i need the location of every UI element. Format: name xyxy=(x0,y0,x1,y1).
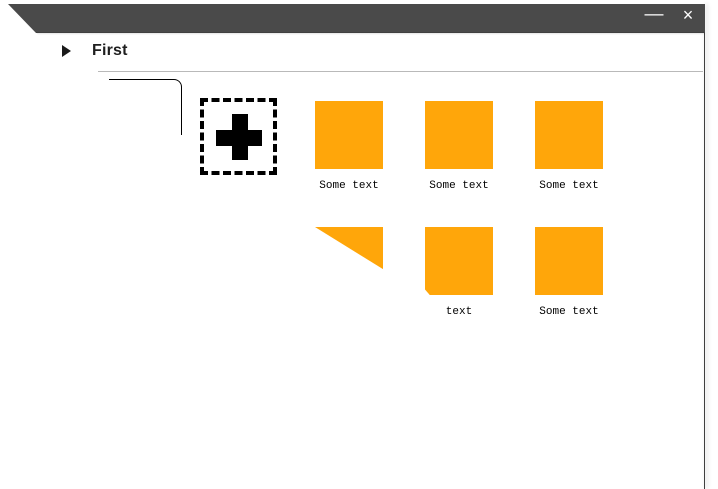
triangle-right-icon xyxy=(62,45,71,57)
card-item[interactable]: Some text xyxy=(535,227,603,318)
card-label: Some text xyxy=(539,306,599,318)
card-thumbnail xyxy=(315,227,383,270)
close-button[interactable]: × xyxy=(682,5,694,25)
card-label: Some text xyxy=(539,180,599,192)
card-thumbnail xyxy=(535,101,603,169)
header-separator xyxy=(98,71,703,72)
card-label: Some text xyxy=(429,180,489,192)
card-thumbnail xyxy=(535,227,603,295)
card-item[interactable] xyxy=(315,227,383,306)
window-right-border xyxy=(704,4,705,489)
card-thumbnail xyxy=(425,101,493,169)
tree-connector-elbow xyxy=(109,79,182,135)
card-label: text xyxy=(445,306,473,318)
card-thumbnail xyxy=(425,227,493,295)
card-thumbnail xyxy=(315,101,383,169)
card-item[interactable]: Some text xyxy=(535,101,603,192)
section-header-first[interactable]: First xyxy=(62,38,128,64)
card-item[interactable]: Some text xyxy=(315,101,383,192)
window-title-bar[interactable] xyxy=(8,4,705,33)
card-label: Some text xyxy=(319,180,379,192)
page-title: First xyxy=(92,42,128,59)
add-item-tile[interactable] xyxy=(200,98,277,175)
plus-icon xyxy=(215,113,262,160)
card-item[interactable]: text xyxy=(425,227,493,318)
minimize-button[interactable]: — xyxy=(644,4,664,25)
card-item[interactable]: Some text xyxy=(425,101,493,192)
